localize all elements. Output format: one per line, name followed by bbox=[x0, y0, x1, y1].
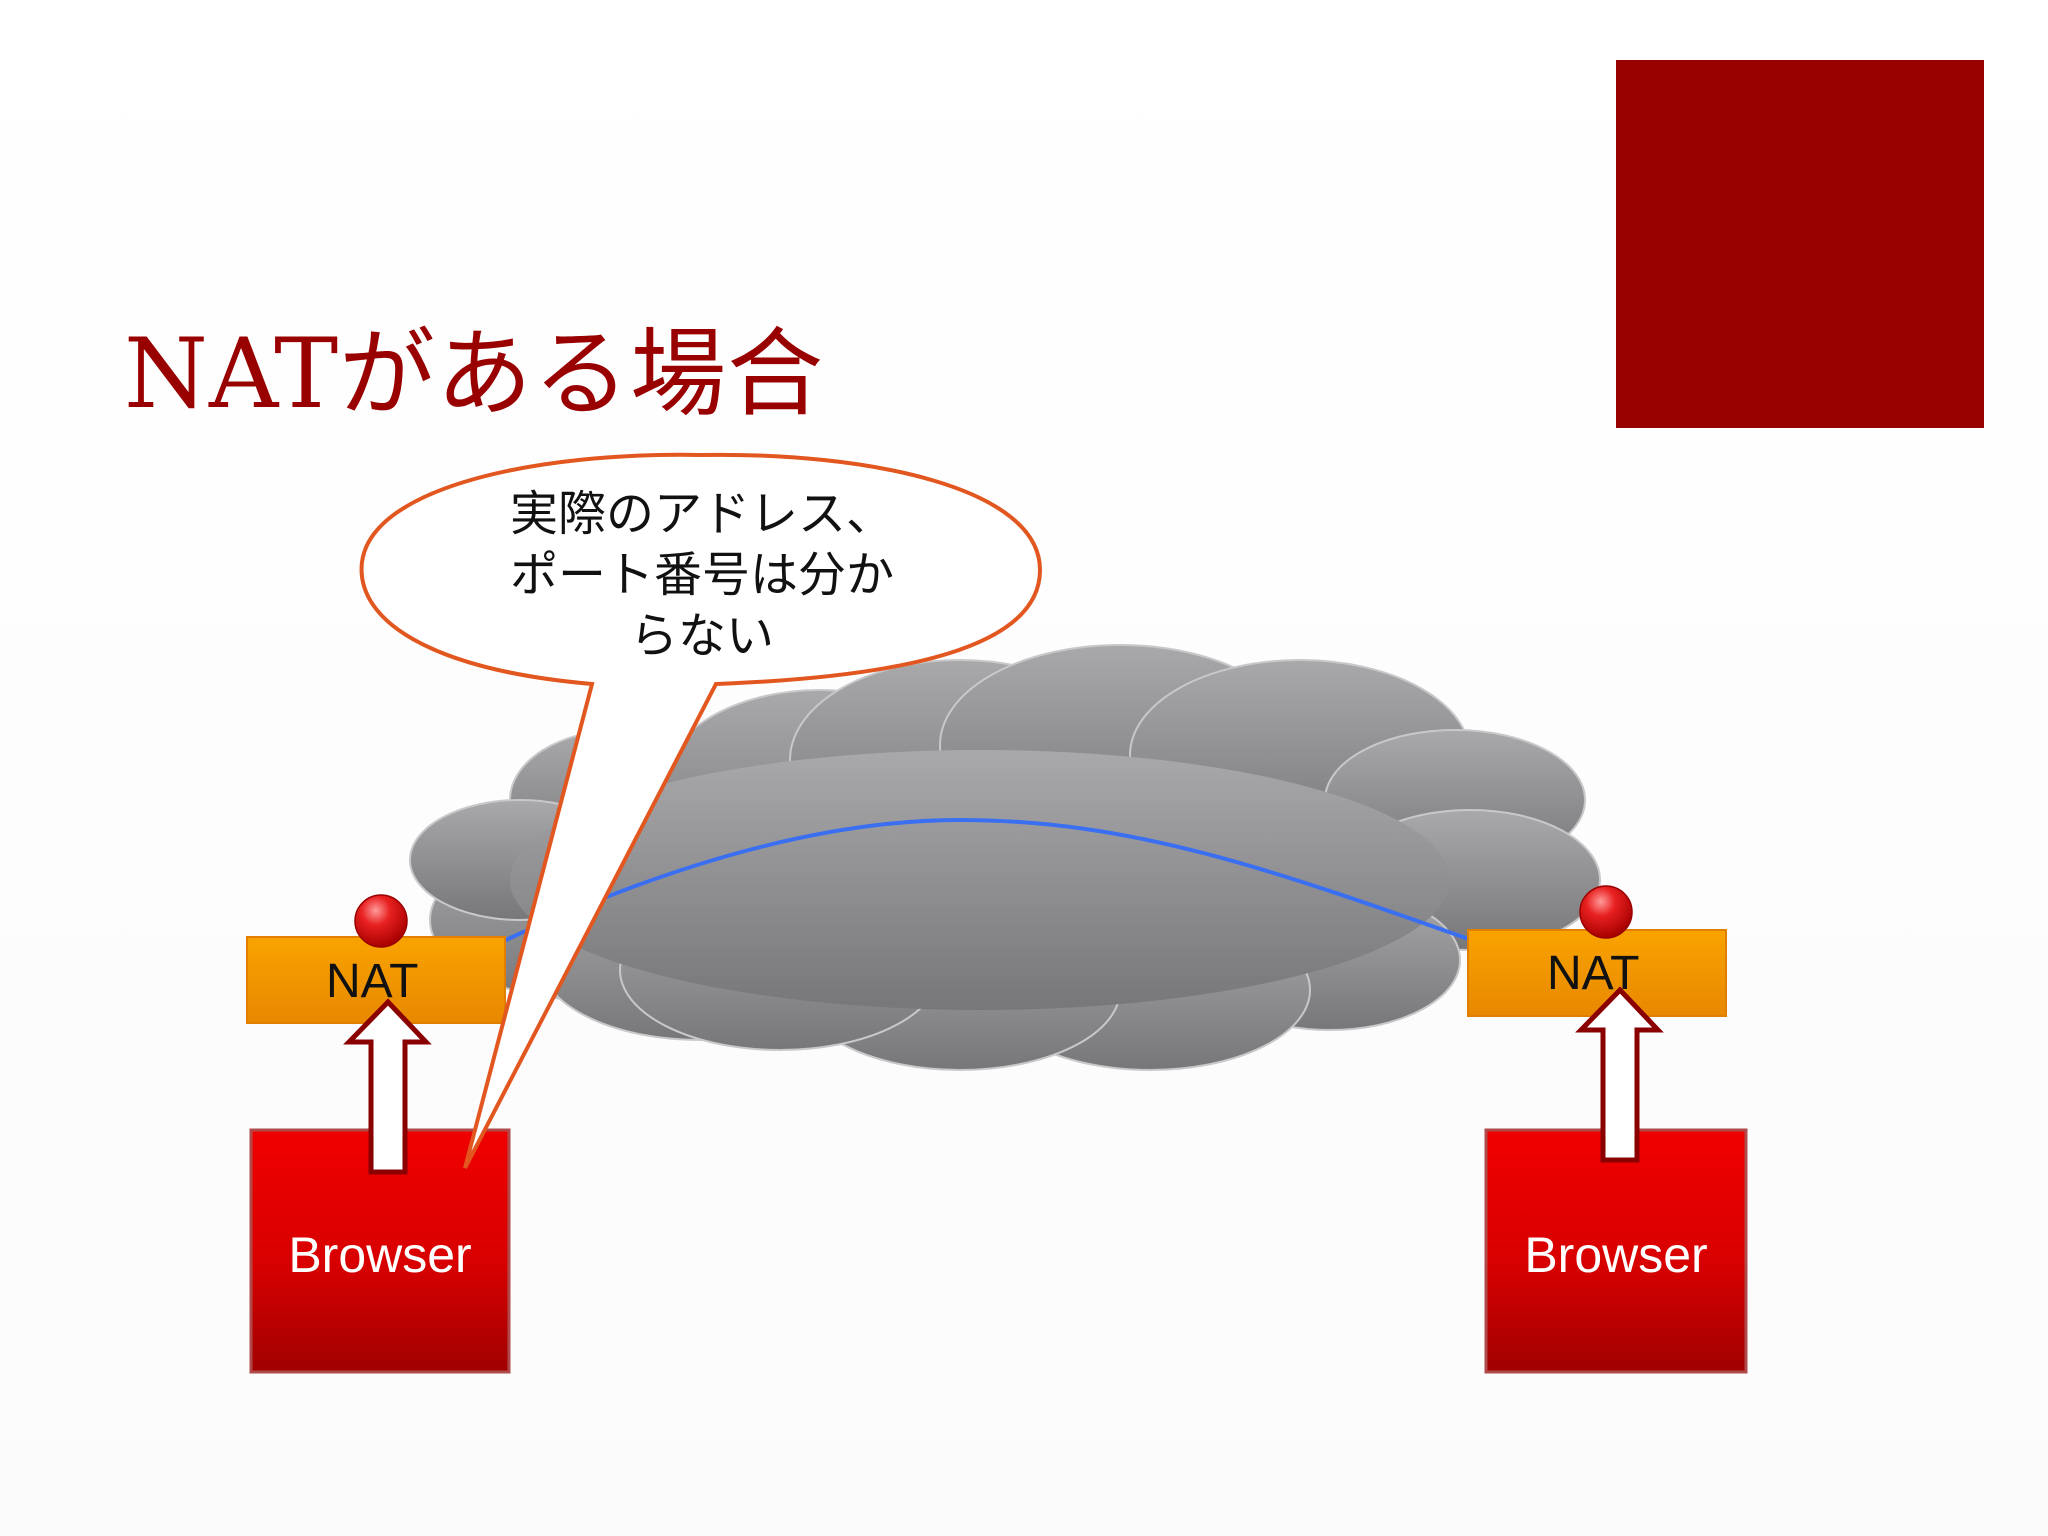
callout-text: 実際のアドレス、 ポート番号は分か らない bbox=[452, 484, 952, 667]
right-nat-label: NAT bbox=[1547, 947, 1640, 1000]
right-nat-marker bbox=[1579, 885, 1633, 939]
speech-bubble bbox=[359, 452, 1043, 1169]
right-browser-box bbox=[1484, 1128, 1748, 1374]
slide-title: NATがある場合 bbox=[124, 318, 825, 430]
left-up-arrow bbox=[343, 998, 432, 1175]
internet-cloud bbox=[409, 644, 1601, 1071]
connection-line bbox=[424, 817, 1546, 980]
callout-line-1: 実際のアドレス、 bbox=[509, 486, 894, 542]
callout-line-3: らない bbox=[629, 608, 774, 664]
left-nat-box bbox=[246, 936, 506, 1024]
right-up-arrow bbox=[1575, 986, 1664, 1163]
corner-accent-square bbox=[1616, 60, 1984, 428]
right-browser-label: Browser bbox=[1524, 1227, 1708, 1283]
callout-line-2: ポート番号は分か bbox=[509, 547, 894, 603]
left-nat-label: NAT bbox=[326, 955, 419, 1008]
left-nat-marker bbox=[354, 894, 408, 948]
left-browser-label: Browser bbox=[288, 1227, 472, 1283]
